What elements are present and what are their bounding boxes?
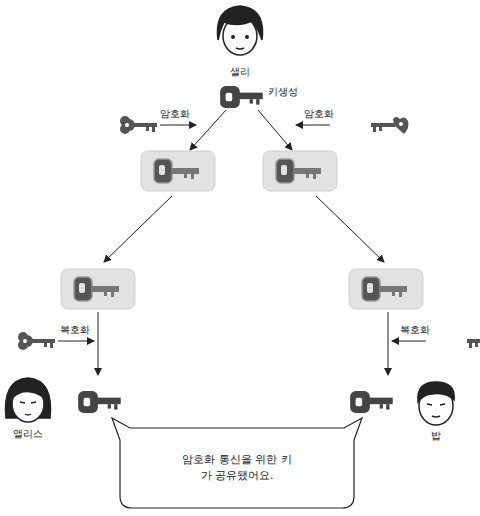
generated-key — [220, 86, 263, 108]
text-label: 밥 — [431, 430, 441, 442]
encrypted-key-box — [263, 151, 337, 191]
text-label: 암호화 — [160, 108, 190, 120]
encrypt-arrow — [160, 125, 196, 126]
decrypt-arrow — [392, 341, 426, 342]
flow-arrow — [98, 312, 99, 375]
encrypt-arrow — [296, 125, 330, 126]
bob-face — [418, 382, 454, 425]
text-label: 앨리스 — [13, 428, 43, 440]
shared-key — [350, 391, 393, 413]
alice-face — [5, 378, 50, 422]
flow-arrow — [316, 196, 384, 262]
text-label: 키생성 — [268, 86, 298, 98]
text-label: 복호화 — [60, 324, 90, 336]
encrypted-key-box — [349, 269, 423, 309]
encrypted-key-box — [61, 269, 135, 309]
public-key — [371, 117, 409, 134]
text-label: 샐리 — [230, 66, 250, 78]
decrypt-arrow — [58, 341, 94, 342]
sally-face — [217, 6, 262, 55]
bubble-text: 암호화 통신을 위한 키가 공유됐어요. — [178, 452, 296, 484]
encrypted-key-box — [141, 151, 215, 191]
shared-key — [78, 391, 121, 413]
private-key — [467, 333, 480, 350]
speech-bubble: 암호화 통신을 위한 키가 공유됐어요. — [112, 418, 362, 510]
flow-arrow — [258, 110, 292, 150]
flow-arrow — [388, 312, 389, 375]
text-label: 복호화 — [400, 324, 430, 336]
public-key — [120, 116, 157, 134]
text-label: 암호화 — [304, 108, 334, 120]
flow-arrow — [104, 196, 172, 262]
flow-arrow — [190, 110, 226, 150]
private-key — [18, 332, 55, 350]
